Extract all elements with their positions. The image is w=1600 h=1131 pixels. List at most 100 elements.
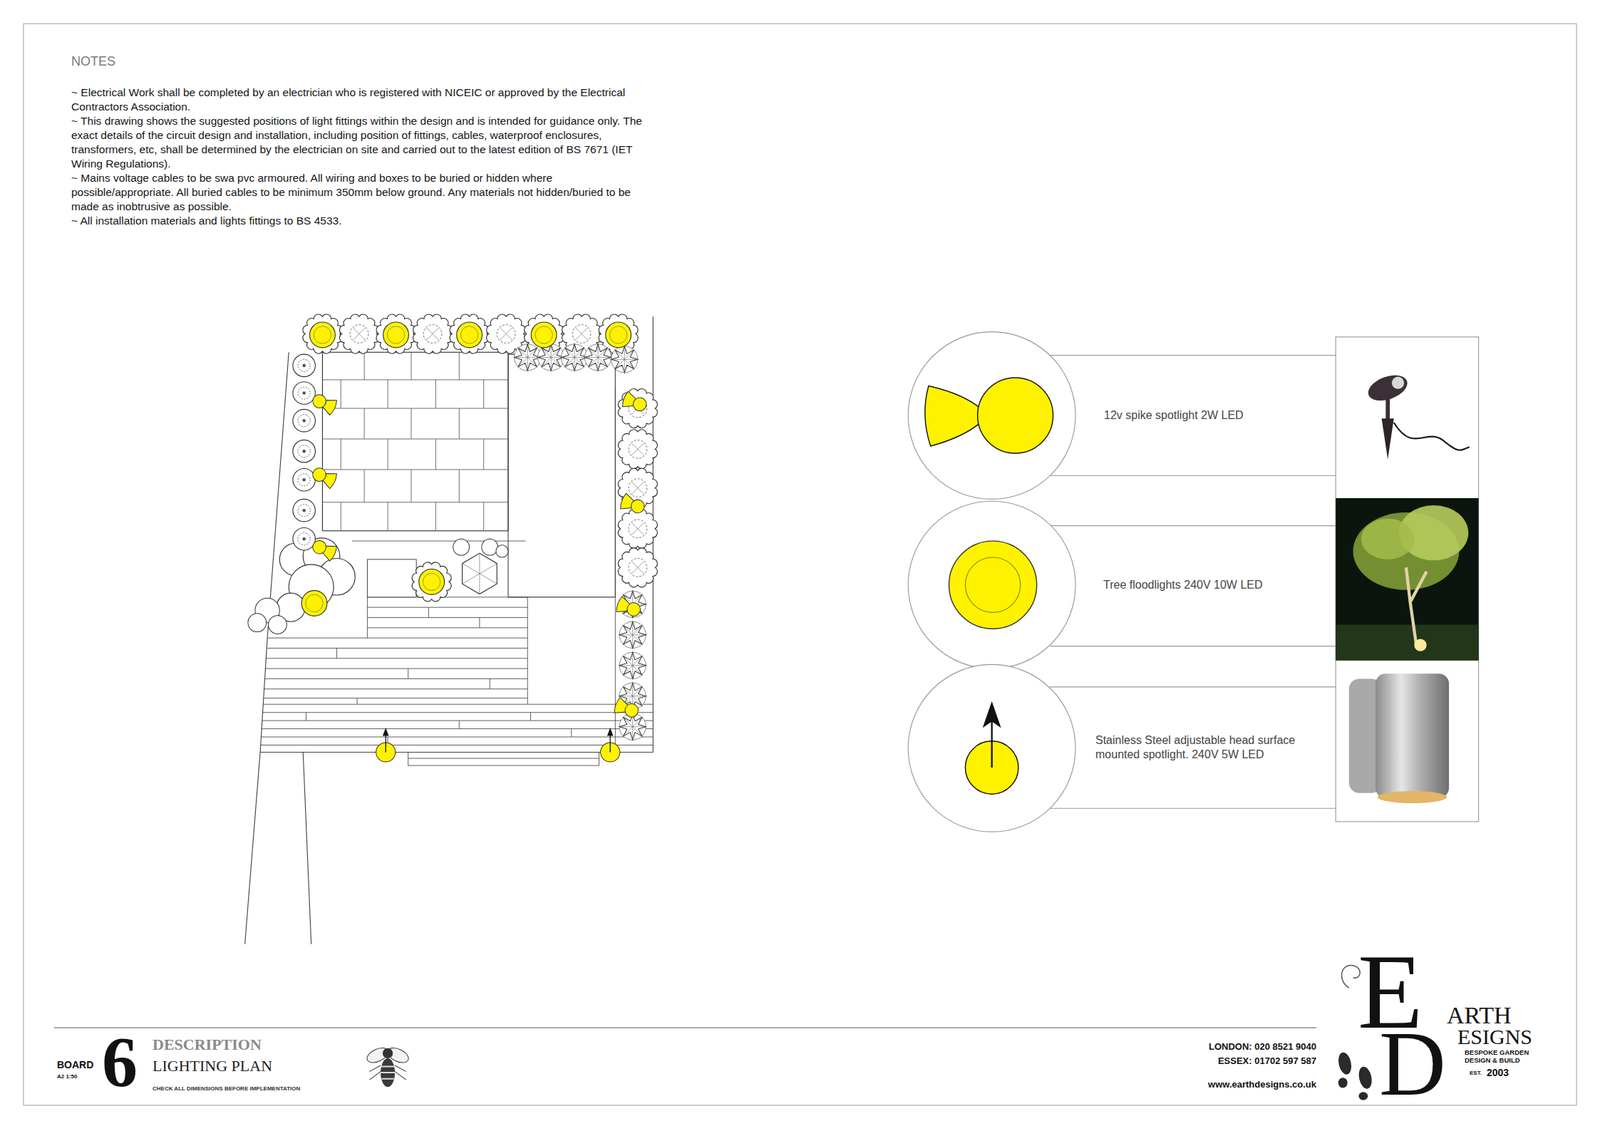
note-text: ~ Mains voltage cables to be swa pvc arm… — [71, 171, 645, 214]
bee-icon — [380, 1066, 395, 1079]
contact-phone: LONDON: 020 8521 9040 — [1208, 1041, 1317, 1053]
spike-spotlight-symbol — [977, 377, 1054, 454]
hedge-trees — [302, 314, 343, 354]
legend-text: 12v spike spotlight 2W LED — [1103, 408, 1333, 423]
tree-floodlight-symbol — [949, 540, 1037, 629]
spike-spotlight-symbol — [925, 386, 983, 447]
tree-light-photo — [1361, 518, 1414, 560]
logo-letter: D — [1379, 1017, 1447, 1110]
spike-light-photo — [1391, 377, 1405, 390]
planting-block — [462, 553, 498, 594]
planting-block — [496, 545, 509, 558]
hedge-trees — [617, 548, 658, 588]
spike-light-photo — [1394, 422, 1470, 451]
border-plants — [292, 468, 316, 491]
hedge-trees — [617, 429, 658, 469]
bed-edge — [615, 387, 616, 752]
spike-spotlight — [615, 595, 643, 620]
bee-icon — [369, 1065, 407, 1080]
tree-floodlight — [605, 322, 632, 348]
spike-light-photo — [1381, 418, 1395, 459]
tree-floodlight — [383, 322, 410, 348]
tree-floodlight — [530, 322, 557, 348]
paving — [322, 352, 509, 531]
hedge-trees — [617, 389, 658, 429]
tree-light-photo — [1335, 625, 1479, 661]
hedge-trees — [413, 314, 453, 354]
logo-word: ARTH — [1446, 1003, 1512, 1028]
page-border — [23, 23, 1577, 1106]
planting-block — [481, 538, 499, 556]
wall-spotlight-symbol — [964, 701, 1018, 794]
star-plants — [619, 621, 646, 648]
legend-circle — [907, 332, 1076, 500]
logo-tagline: BESPOKE GARDEN DESIGN & BUILD — [1464, 1049, 1552, 1065]
paving — [322, 352, 509, 531]
border-plants — [292, 409, 316, 432]
decking — [306, 607, 613, 752]
border-plants — [292, 382, 316, 405]
check-note: CHECK ALL DIMENSIONS BEFORE IMPLEMENTATI… — [152, 1085, 301, 1093]
garden-plan — [245, 314, 658, 945]
tree-floodlight — [419, 569, 445, 596]
tree-light-photo — [1406, 567, 1427, 645]
planting-block — [352, 540, 526, 542]
spike-light-photo — [1385, 396, 1390, 421]
decking — [408, 752, 600, 767]
website: www.earthdesigns.co.uk — [1208, 1079, 1317, 1091]
hedge-trees — [617, 509, 658, 549]
bee-icon — [380, 1058, 395, 1087]
scale-label: A2 1:50 — [57, 1073, 77, 1081]
photo-frame — [1335, 337, 1479, 822]
star-plants — [619, 652, 646, 679]
spike-spotlight — [619, 493, 648, 517]
spike-spotlight — [310, 536, 339, 562]
tree-floodlight — [301, 590, 328, 617]
logo-footprints — [1336, 1051, 1353, 1076]
logo-word: ESIGNS — [1457, 1026, 1533, 1048]
legend-leader — [1049, 355, 1336, 809]
shrubs — [248, 613, 267, 633]
contact-phone: ESSEX: 01702 597 587 — [1217, 1055, 1317, 1067]
title-rule — [54, 1027, 1317, 1029]
logo-est: EST. — [1469, 1069, 1482, 1077]
tree-light-photo — [1413, 639, 1427, 652]
bee-icon — [364, 1044, 411, 1087]
wall-light-photo — [1377, 791, 1447, 804]
planting-block — [462, 553, 498, 594]
star-plants — [584, 344, 611, 371]
hedge-trees — [302, 314, 658, 602]
tree-light-photo — [1335, 498, 1479, 661]
border-plants — [292, 354, 316, 551]
wall-spotlight — [376, 727, 621, 762]
border-plants — [292, 439, 316, 462]
tree-floodlight-symbol — [949, 540, 1037, 629]
legend-drawing — [907, 332, 1479, 833]
legend-leader — [1049, 355, 1336, 809]
note-text: ~ Electrical Work shall be completed by … — [71, 85, 645, 115]
hedge-trees — [411, 562, 452, 602]
logo-footprints — [1336, 1051, 1374, 1101]
border-plants — [292, 498, 316, 521]
star-plants — [619, 713, 646, 740]
boundary-line — [245, 316, 654, 945]
paving — [322, 352, 509, 531]
wall-spotlight-symbol — [991, 720, 993, 768]
spike-spotlight — [621, 390, 650, 415]
tree-floodlight — [301, 322, 631, 616]
wall-spotlight-symbol — [982, 701, 1002, 728]
decking — [260, 712, 653, 746]
legend-circle — [907, 501, 1076, 669]
wall-spotlight — [376, 727, 396, 762]
hedge-trees — [449, 314, 489, 354]
tree-light-photo — [1335, 498, 1479, 661]
logo-footprints — [1358, 1091, 1368, 1100]
drawing-title: LIGHTING PLAN — [152, 1058, 273, 1075]
note-text: ~ This drawing shows the suggested posit… — [71, 114, 645, 172]
hedge-trees — [339, 314, 380, 354]
border-plants — [292, 354, 316, 377]
spike-spotlight — [310, 390, 650, 720]
description-heading: DESCRIPTION — [152, 1036, 262, 1053]
border-plants — [292, 528, 316, 551]
